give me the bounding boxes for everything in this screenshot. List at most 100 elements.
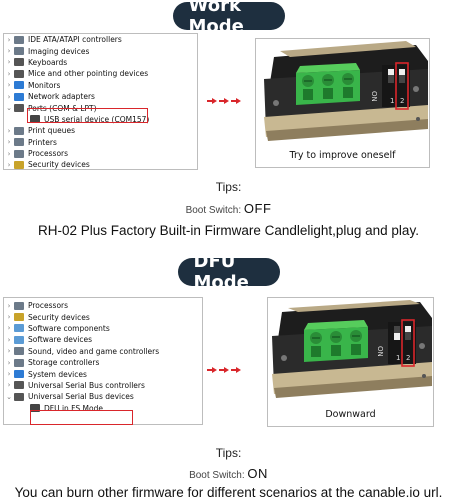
processor-icon — [14, 149, 24, 158]
chevron-right-icon[interactable]: › — [7, 335, 11, 344]
device-label: Processors — [28, 301, 69, 311]
work-boot-switch: Boot Switch: OFF — [0, 201, 457, 216]
chevron-right-icon[interactable]: › — [7, 358, 11, 367]
camera-icon — [14, 47, 24, 56]
device-label: Security devices — [28, 312, 90, 322]
chevron-right-icon[interactable]: › — [7, 47, 11, 56]
dfu-boot-switch-label: Boot Switch: — [189, 470, 248, 481]
device-category-item[interactable]: › Keyboards — [4, 57, 197, 68]
device-category-item[interactable]: › Security devices — [4, 159, 197, 170]
device-category-item[interactable]: ⌄ Universal Serial Bus devices — [4, 391, 202, 402]
device-category-item[interactable]: › Network adapters — [4, 91, 197, 102]
chevron-right-icon[interactable]: › — [7, 58, 11, 67]
chevron-right-icon[interactable]: › — [7, 301, 11, 310]
device-category-item[interactable]: › Processors — [4, 300, 202, 311]
device-label: Security devices — [28, 160, 90, 170]
device-label: IDE ATA/ATAPI controllers — [28, 35, 122, 45]
arrow-icon — [231, 98, 241, 104]
chevron-right-icon[interactable]: › — [7, 149, 11, 158]
dfu-boot-switch: Boot Switch: ON — [0, 466, 457, 481]
device-category-item[interactable]: › Universal Serial Bus controllers — [4, 380, 202, 391]
chevron-right-icon[interactable]: › — [7, 160, 11, 169]
device-child-item[interactable]: USB serial device (COM157) — [4, 114, 197, 125]
software-device-icon — [14, 335, 24, 344]
board-on-label: ON — [376, 346, 384, 357]
chevron-right-icon[interactable]: › — [7, 370, 11, 379]
device-label: USB serial device (COM157) — [44, 114, 150, 124]
usb-icon — [14, 381, 24, 390]
ide-controller-icon — [14, 35, 24, 44]
device-category-item[interactable]: ›Storage controllers — [4, 357, 202, 368]
device-category-item[interactable]: › Security devices — [4, 311, 202, 322]
device-category-item[interactable]: ›Printers — [4, 137, 197, 148]
device-category-item[interactable]: › Monitors — [4, 80, 197, 91]
device-category-item[interactable]: › Mice and other pointing devices — [4, 68, 197, 79]
printer-icon — [14, 126, 24, 135]
usb-icon — [14, 392, 24, 401]
system-icon — [14, 370, 24, 379]
device-label: Network adapters — [28, 92, 95, 102]
device-label: Keyboards — [28, 57, 68, 67]
device-label: DFU in FS Mode — [44, 403, 103, 413]
arrow-icon — [207, 98, 217, 104]
work-arrows — [207, 98, 241, 104]
dfu-mode-title: DFU Mode — [177, 251, 280, 293]
board-1-label: 1 — [396, 354, 400, 362]
dfu-boot-switch-value: ON — [247, 466, 268, 481]
speaker-icon — [14, 347, 24, 356]
chevron-right-icon[interactable]: › — [7, 313, 11, 322]
device-child-item[interactable]: DFU in FS Mode — [4, 403, 202, 414]
device-category-item[interactable]: › Print queues — [4, 125, 197, 136]
chevron-right-icon[interactable]: › — [7, 35, 11, 44]
chevron-right-icon[interactable]: › — [7, 324, 11, 333]
chevron-right-icon[interactable]: › — [7, 347, 11, 356]
device-category-item[interactable]: › IDE ATA/ATAPI controllers — [4, 34, 197, 45]
arrow-icon — [207, 367, 217, 373]
chevron-right-icon[interactable]: › — [7, 92, 11, 101]
monitor-icon — [14, 81, 24, 90]
work-boot-switch-value: OFF — [243, 201, 272, 216]
device-label: Processors — [28, 149, 69, 159]
storage-icon — [14, 358, 24, 367]
chevron-right-icon[interactable]: › — [7, 138, 11, 147]
device-category-item[interactable]: › System devices — [4, 368, 202, 379]
printer-icon — [14, 138, 24, 147]
security-icon — [14, 313, 24, 322]
device-category-item[interactable]: ›Imaging devices — [4, 45, 197, 56]
work-device-manager-panel: › IDE ATA/ATAPI controllers›Imaging devic… — [3, 33, 198, 170]
device-category-item[interactable]: › Processors — [4, 148, 197, 159]
device-label: Print queues — [28, 126, 76, 136]
chevron-right-icon[interactable]: › — [7, 126, 11, 135]
device-label: Universal Serial Bus controllers — [28, 380, 145, 390]
device-label: Monitors — [28, 80, 61, 90]
device-label: Universal Serial Bus devices — [28, 392, 134, 402]
board-image: ON 1 2 — [256, 39, 429, 167]
device-label: Sound, video and game controllers — [28, 346, 160, 356]
work-boot-switch-label: Boot Switch: — [185, 205, 244, 216]
chevron-down-icon[interactable]: ⌄ — [6, 104, 12, 113]
device-label: Software components — [28, 323, 110, 333]
device-label: System devices — [28, 369, 87, 379]
chevron-right-icon[interactable]: › — [7, 381, 11, 390]
device-category-item[interactable]: › Sound, video and game controllers — [4, 346, 202, 357]
arrow-icon — [231, 367, 241, 373]
device-category-item[interactable]: › Software components — [4, 323, 202, 334]
chevron-right-icon[interactable]: › — [7, 81, 11, 90]
board-on-label: ON — [370, 91, 378, 102]
port-icon — [14, 104, 24, 113]
chevron-down-icon[interactable]: ⌄ — [6, 392, 12, 401]
work-mode-title: Work Mode — [172, 0, 285, 37]
work-highlight-box — [27, 108, 148, 123]
chevron-right-icon[interactable]: › — [7, 69, 11, 78]
board-2-label: 2 — [406, 354, 410, 362]
dfu-note: You can burn other firmware for differen… — [14, 485, 443, 500]
device-category-item[interactable]: ›Software devices — [4, 334, 202, 345]
dfu-highlight-box — [30, 410, 133, 425]
keyboard-icon — [14, 58, 24, 67]
device-label: Mice and other pointing devices — [28, 69, 149, 79]
software-component-icon — [14, 324, 24, 333]
work-board-photo: ON 1 2 Try to improve oneself — [255, 38, 430, 168]
board-image: ON 1 2 — [268, 298, 433, 426]
usb-plug-icon — [30, 404, 40, 413]
network-icon — [14, 92, 24, 101]
